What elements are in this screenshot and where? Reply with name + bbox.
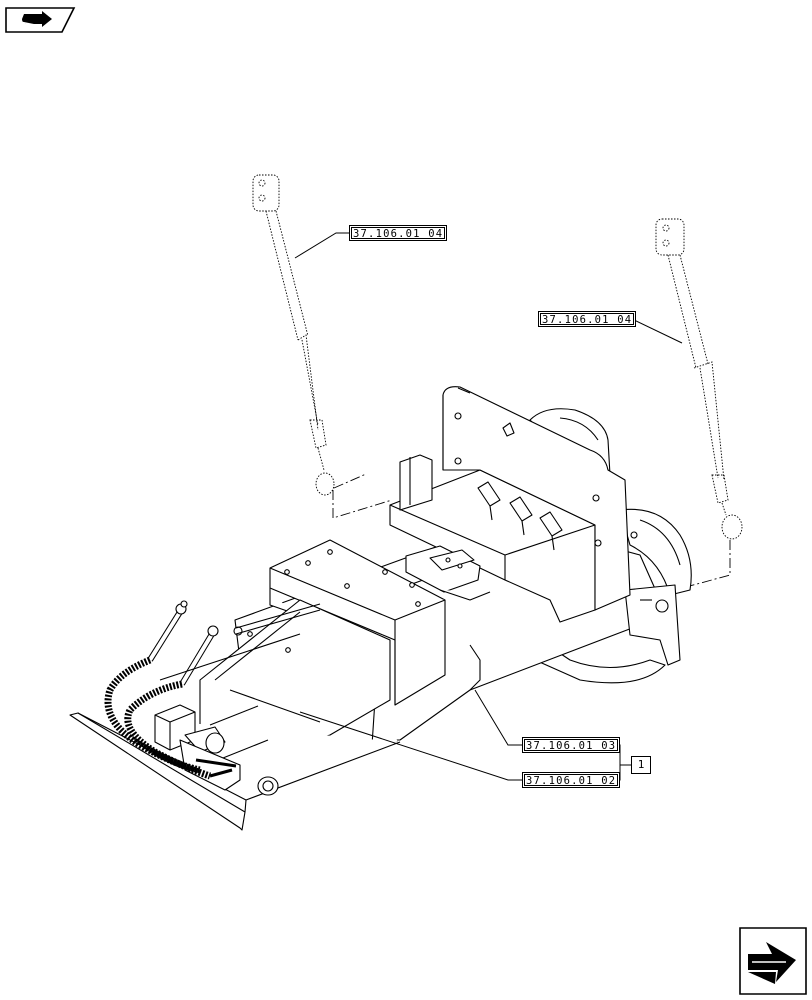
next-page-arrow-icon[interactable] [739, 927, 807, 995]
gas-strut-left [252, 174, 335, 496]
gas-strut-right-dashed-link [674, 540, 731, 591]
gas-strut-left-dashed-link [332, 473, 393, 519]
part-reference-label-upper-left[interactable]: 37.106.01 04 [349, 225, 448, 241]
main-frame [69, 386, 692, 831]
group-number-box: 1 [631, 756, 651, 774]
part-reference-label-lower[interactable]: 37.106.01 02 [522, 772, 621, 788]
part-reference-label-middle[interactable]: 37.106.01 03 [522, 737, 621, 753]
part-reference-label-upper-right[interactable]: 37.106.01 04 [538, 311, 637, 327]
gas-strut-right [655, 218, 743, 540]
hydraulic-hoses [104, 600, 321, 780]
book-arrow-icon[interactable] [5, 7, 76, 33]
